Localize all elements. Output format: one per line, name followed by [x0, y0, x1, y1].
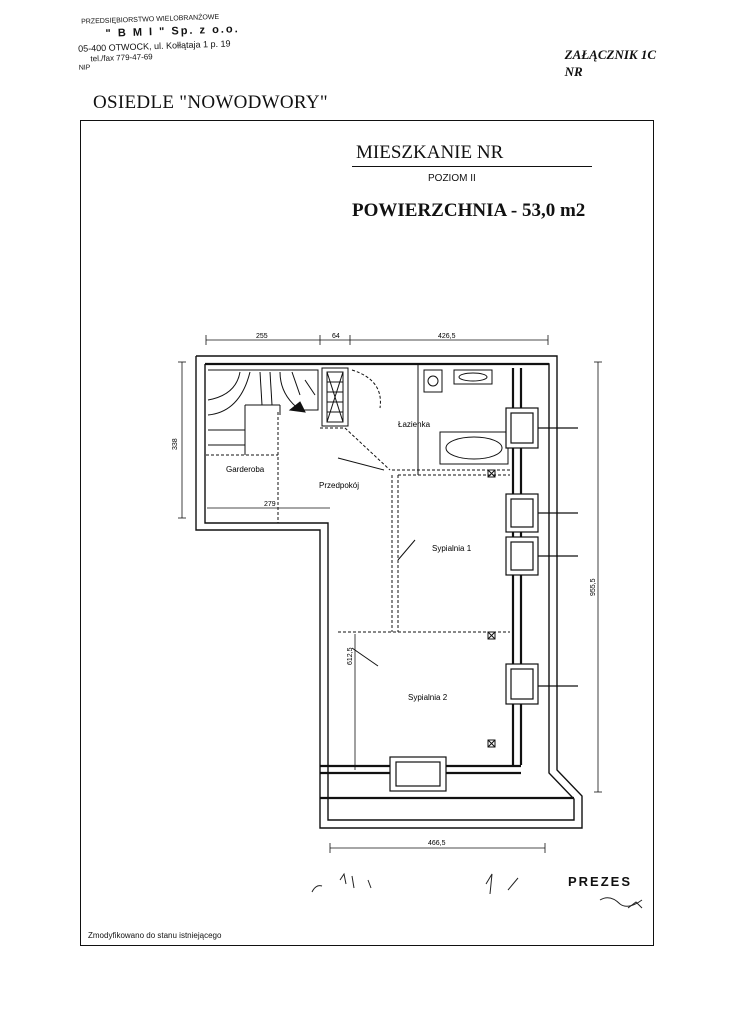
title-block: MIESZKANIE NR POZIOM II POWIERZCHNIA - 5… [352, 142, 592, 222]
level-label: POZIOM II [428, 173, 476, 184]
attachment-number: NR [564, 64, 583, 79]
dimension-lines [178, 335, 602, 853]
footer-note: Zmodyfikowano do stanu istniejącego [88, 931, 222, 940]
room-wardrobe: Garderoba [226, 465, 265, 474]
prezes-signature-label: PREZES [568, 874, 633, 889]
handwritten-signature [311, 872, 643, 909]
dim-top-3: 426,5 [438, 333, 456, 340]
apartment-title: MIESZKANIE NR [352, 142, 592, 167]
door-swings [337, 457, 416, 667]
roof-windows [389, 407, 578, 792]
dim-top-2: 64 [332, 333, 340, 340]
estate-title: OSIEDLE "NOWODWORY" [93, 92, 328, 113]
ventilation-shaft [321, 367, 349, 427]
vent-markers [487, 469, 496, 748]
dim-wardrobe: 279 [264, 501, 276, 508]
attachment-label: ZAŁĄCZNIK 1C [564, 47, 656, 62]
room-hallway: Przedpokój [319, 481, 359, 490]
room-bedroom-2: Sypialnia 2 [408, 693, 448, 702]
dim-right: 955,5 [590, 578, 597, 596]
room-bedroom-1: Sypialnia 1 [432, 544, 472, 553]
staircase [207, 369, 319, 455]
dim-top-1: 255 [256, 333, 268, 340]
room-bathroom: Łazienka [398, 420, 431, 429]
interior-walls [206, 412, 510, 633]
outer-walls [195, 355, 583, 829]
dim-inner: 612,5 [347, 647, 354, 665]
drawing-frame [80, 120, 654, 946]
area-label: POWIERZCHNIA - 53,0 m2 [352, 200, 586, 221]
attachment-header: ZAŁĄCZNIK 1C NR [565, 46, 656, 80]
dim-left: 338 [172, 438, 179, 450]
dim-bottom: 466,5 [428, 840, 446, 847]
